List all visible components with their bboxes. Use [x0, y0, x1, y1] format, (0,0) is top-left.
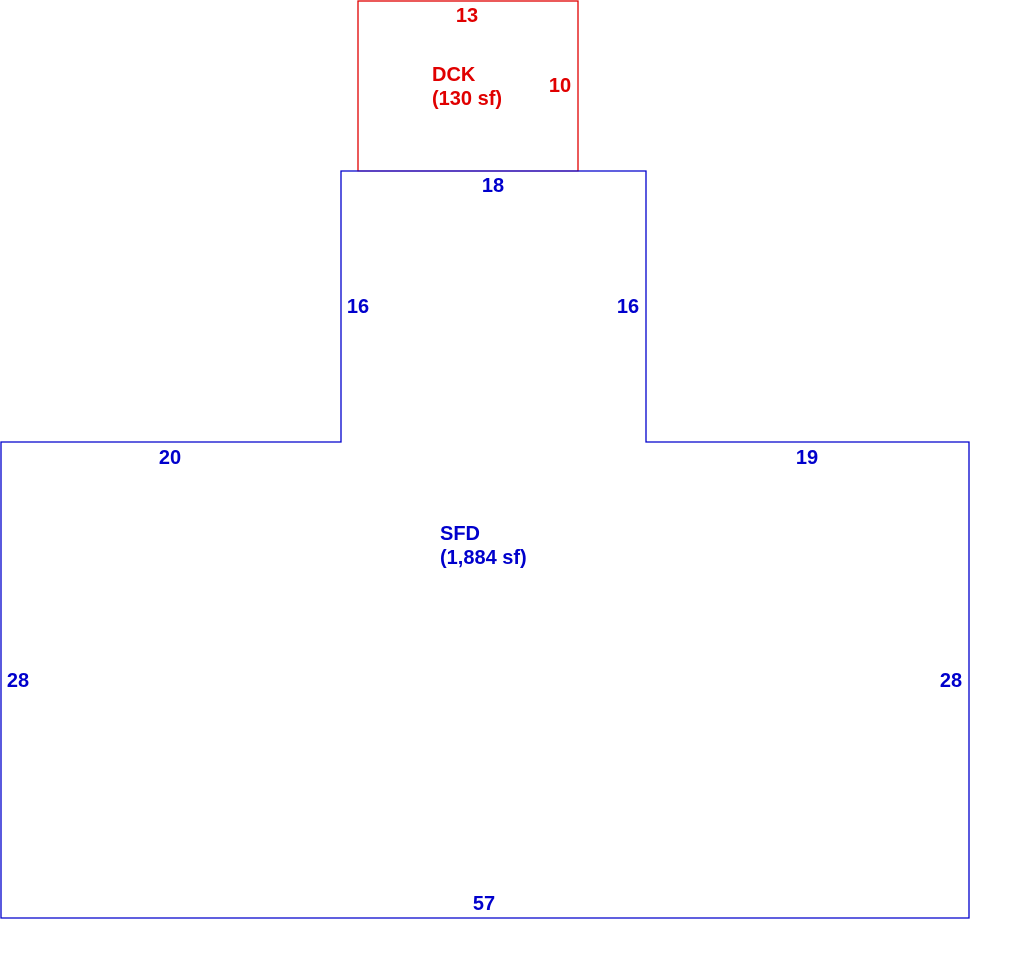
deck-code: DCK	[432, 64, 476, 86]
dwelling-dim-bottom: 57	[472, 893, 496, 915]
dwelling-outline	[0, 170, 970, 919]
dwelling-dim-upper-top: 18	[481, 175, 505, 197]
dwelling-dim-left-top: 20	[158, 447, 182, 469]
dwelling-dim-upper-right: 16	[616, 296, 640, 318]
deck-area: (130 sf)	[432, 88, 503, 110]
dwelling-dim-right: 28	[939, 670, 963, 692]
dwelling-dim-right-top: 19	[795, 447, 819, 469]
dwelling-label: SFD (1,884 sf)	[440, 522, 527, 570]
dwelling-dim-left: 28	[6, 670, 30, 692]
dwelling-area: (1,884 sf)	[440, 547, 527, 569]
deck-dim-right: 10	[548, 75, 572, 97]
dwelling-code: SFD	[440, 523, 480, 545]
dwelling-dim-upper-left: 16	[346, 296, 370, 318]
deck-dim-top: 13	[455, 5, 479, 27]
deck-label: DCK (130 sf)	[432, 63, 502, 111]
